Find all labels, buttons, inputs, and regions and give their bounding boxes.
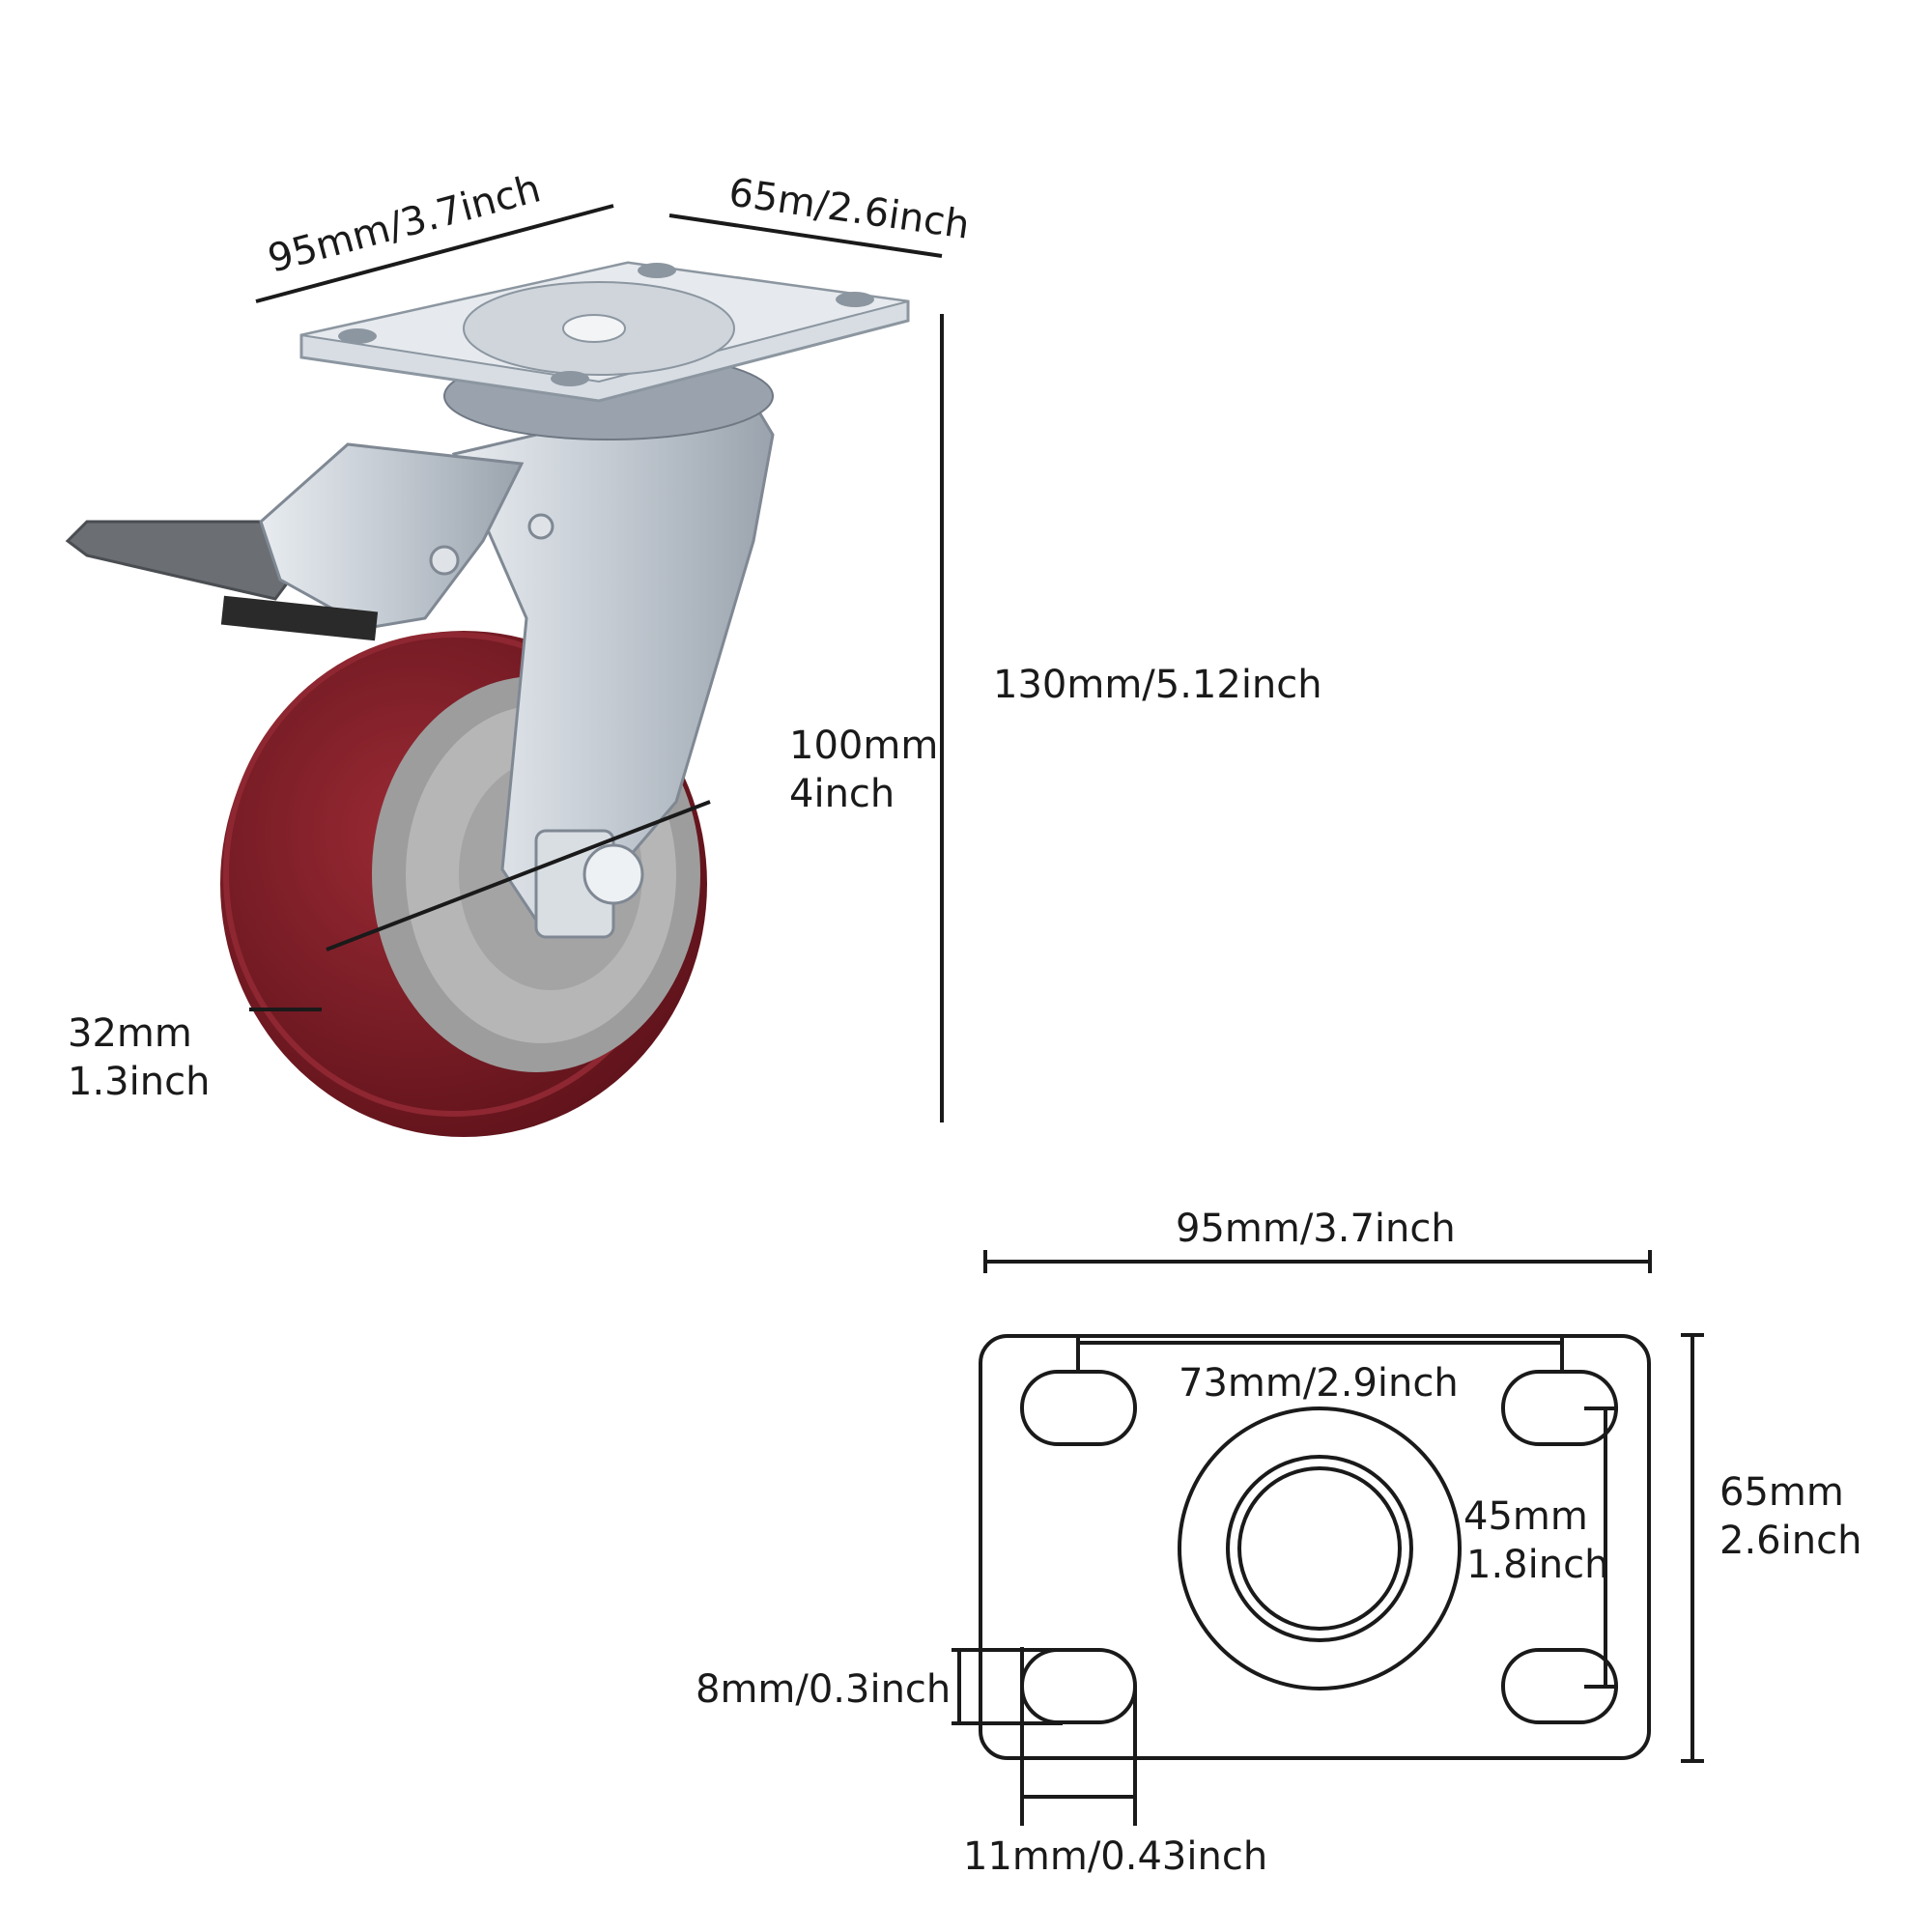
dim-line-wheel-diameter: [326, 800, 711, 952]
raceway-inner-ring-inner: [1237, 1466, 1402, 1631]
king-pin: [562, 314, 626, 343]
slot-hole-bottom-left: [1020, 1648, 1137, 1724]
mounting-hole-icon: [338, 328, 377, 344]
label-slot-width: 8mm/0.3inch: [696, 1667, 951, 1712]
axle-bolt: [582, 843, 644, 905]
plate-dimension-lines: [952, 1250, 1704, 1826]
label-hole-spacing-width-inch: 1.8inch: [1466, 1543, 1608, 1587]
brake-arm: [259, 442, 525, 630]
label-wheel-diameter-inch: 4inch: [789, 772, 895, 816]
label-top-width: 65m/2.6inch: [726, 170, 973, 247]
plate-dimension-labels: 95mm/3.7inch 73mm/2.9inch 45mm 1.8inch 6…: [696, 1207, 1861, 1879]
plate-outline: [979, 1334, 1651, 1760]
label-hole-spacing-width-mm: 45mm: [1463, 1494, 1588, 1539]
label-hole-spacing-length: 73mm/2.9inch: [1179, 1361, 1459, 1406]
label-total-height: 130mm/5.12inch: [993, 663, 1322, 707]
raceway-outer-circle: [1178, 1406, 1462, 1690]
label-wheel-width-mm: 32mm: [68, 1011, 192, 1056]
rivet-icon: [429, 545, 460, 576]
dim-line-top-length: [255, 204, 614, 303]
label-plate-width-inch: 2.6inch: [1719, 1519, 1861, 1563]
product-dimension-lines: [249, 204, 944, 1122]
label-plate-width-mm: 65mm: [1719, 1470, 1844, 1515]
dim-line-top-width: [668, 213, 943, 258]
label-wheel-diameter-mm: 100mm: [789, 724, 938, 768]
label-plate-length: 95mm/3.7inch: [1176, 1207, 1456, 1251]
label-slot-length: 11mm/0.43inch: [963, 1834, 1267, 1879]
caster-illustration: [65, 261, 910, 1137]
label-wheel-width-inch: 1.3inch: [68, 1060, 210, 1104]
label-top-length: 95mm/3.7inch: [264, 166, 546, 281]
slot-hole-top-left: [1020, 1370, 1137, 1446]
mounting-hole-icon: [638, 263, 676, 278]
rivet-icon: [527, 513, 554, 540]
mounting-hole-icon: [836, 292, 874, 307]
brake-pedal: [65, 520, 292, 601]
mounting-hole-icon: [551, 371, 589, 386]
raceway-inner-ring-outer: [1226, 1455, 1413, 1642]
